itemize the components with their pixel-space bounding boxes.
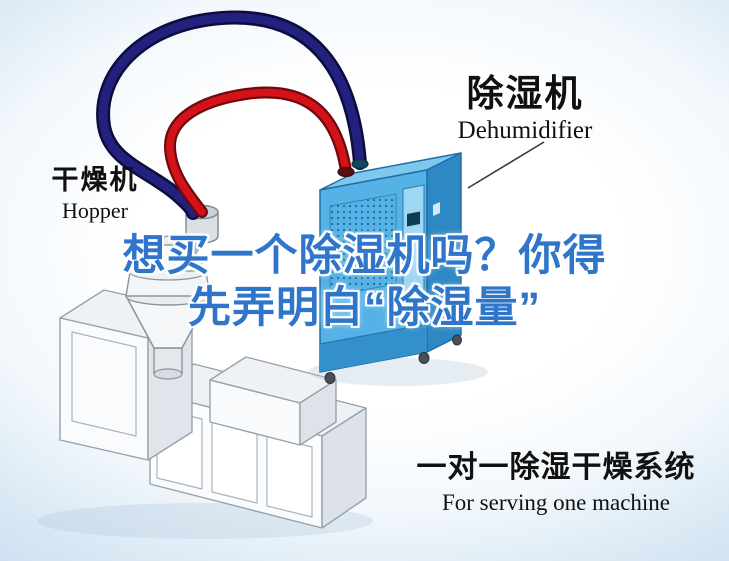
hopper-label: 干燥机 Hopper	[38, 165, 152, 224]
door-hinge	[433, 255, 440, 269]
door-hinge	[433, 202, 440, 216]
hopper-pot-pipe	[187, 239, 203, 261]
dehumidifier-pointer-line	[467, 141, 545, 189]
control-button	[414, 234, 418, 239]
control-display	[407, 211, 420, 227]
footer-caption: 一对一除湿干燥系统 For serving one machine	[410, 450, 702, 518]
extruder-body-end	[321, 407, 367, 529]
extruder-panel	[266, 435, 313, 518]
dehumidifier-base	[320, 324, 427, 372]
extruder-panel	[211, 421, 258, 504]
dehumidifier-label-cn: 除湿机	[466, 73, 584, 114]
dehumidifier-machine	[308, 152, 488, 386]
caster-wheels	[324, 334, 462, 384]
hoses	[96, 10, 367, 220]
extruder-machine	[37, 289, 373, 539]
dehumidifier-vent-grid	[329, 193, 397, 297]
hopper-label-en: Hopper	[62, 198, 128, 224]
red-hose-connector	[337, 166, 355, 178]
navy-hose-connector	[351, 158, 369, 170]
headline-line2: 先弄明白“除湿量”	[188, 284, 541, 332]
hopper-dryer	[125, 204, 219, 380]
headline: 想买一个除湿机吗？你得 先弄明白“除湿量”	[0, 230, 729, 334]
hopper-throat-base	[153, 368, 183, 380]
dehumidifier-label: 除湿机 Dehumidifier	[430, 74, 620, 144]
hose-red	[166, 88, 350, 216]
footer-line-cn: 一对一除湿干燥系统	[416, 451, 696, 484]
dehumidifier-label-en: Dehumidifier	[457, 116, 593, 144]
hose-connectors	[337, 158, 369, 178]
hopper-dome-lid	[132, 244, 204, 272]
control-button	[408, 236, 412, 240]
hopper-label-cn: 干燥机	[51, 165, 139, 195]
headline-line1: 想买一个除湿机吗？你得	[122, 232, 607, 280]
hose-navy	[98, 13, 365, 218]
extruder-housing-end	[299, 379, 337, 446]
dehumidifier-base-seam	[319, 323, 428, 345]
extruder-leftblock-door	[71, 331, 137, 437]
footer-line-en: For serving one machine	[441, 490, 671, 515]
